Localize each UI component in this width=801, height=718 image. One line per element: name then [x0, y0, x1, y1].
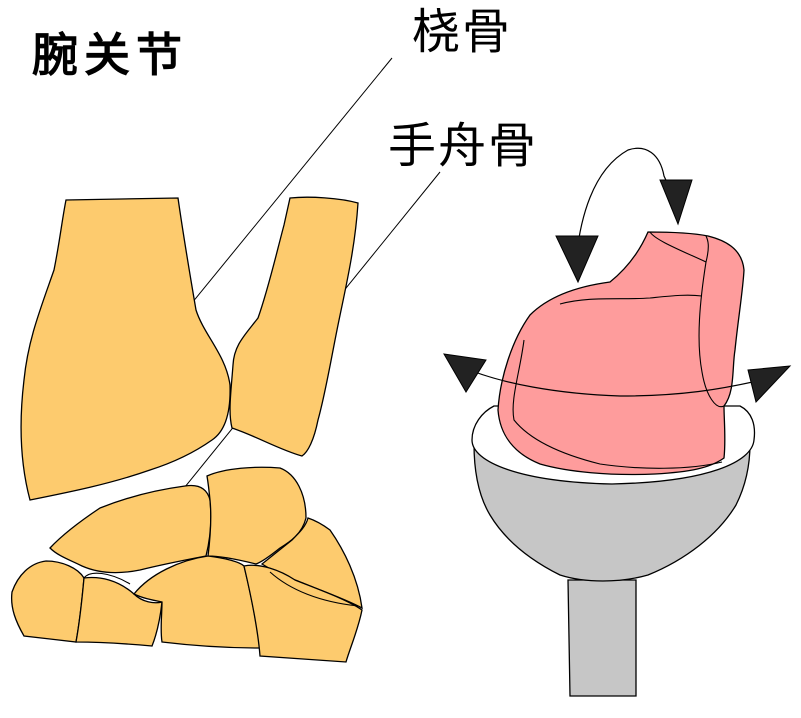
- trapezoid-bone: [75, 576, 163, 647]
- trapezium-bone: [10, 560, 85, 643]
- arrow-head-right: [747, 365, 792, 404]
- lunate-bone: [206, 466, 307, 565]
- deviation-arc: [459, 365, 771, 397]
- hamate-bone: [243, 564, 363, 663]
- motion-arrows: [443, 147, 792, 404]
- implant-articular-head: [497, 231, 745, 476]
- ulna-bone: [229, 196, 359, 457]
- scaphoid-label: 手舟骨: [388, 118, 539, 174]
- scaphoid-bone: [49, 484, 212, 574]
- arrow-head-down: [555, 235, 599, 284]
- carpal-joint-line: [269, 571, 359, 607]
- arrow-head-left: [443, 353, 487, 393]
- arrow-head-down: [659, 179, 693, 226]
- wrist-implant: [471, 231, 756, 697]
- radius-label: 桡骨: [412, 4, 513, 60]
- implant-stem: [567, 579, 637, 697]
- articular-contour-line: [512, 339, 723, 469]
- diagram-title: 腕关节: [32, 28, 188, 82]
- articular-contour-line: [698, 261, 725, 408]
- carpal-joint-line: [83, 572, 131, 585]
- articular-contour-line: [649, 231, 709, 263]
- radius-bone: [20, 197, 231, 501]
- articular-contour-line: [559, 294, 703, 305]
- wrist-bones: [10, 196, 363, 663]
